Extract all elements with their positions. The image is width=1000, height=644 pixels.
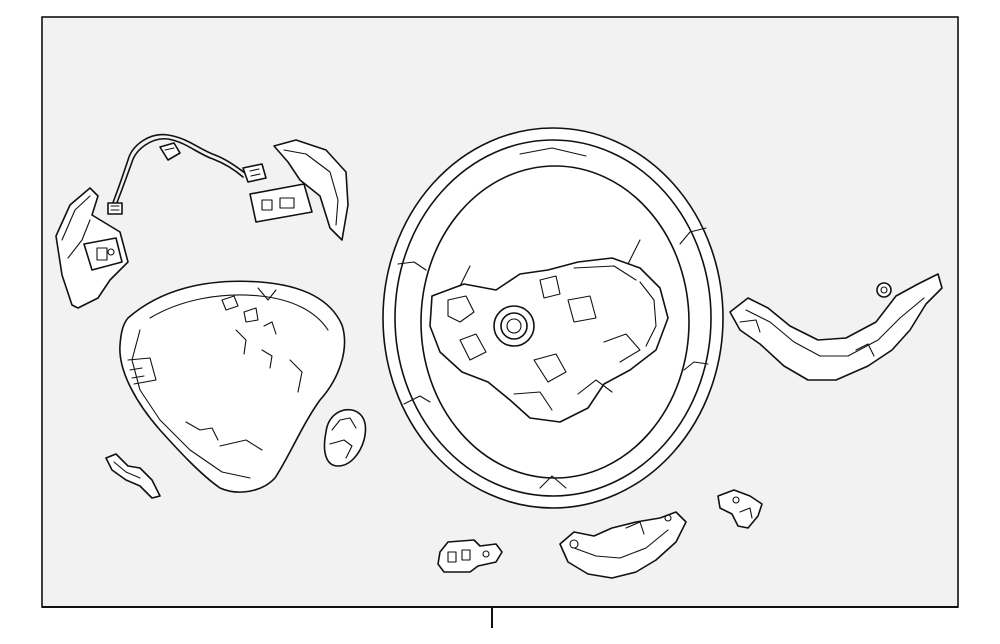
right-switch-bezel [249, 139, 349, 241]
wire-harness [107, 133, 267, 215]
lower-cover [559, 511, 687, 579]
lower-spoke-cover [729, 273, 943, 381]
airbag-cover [119, 280, 346, 493]
horn-switch [437, 539, 503, 573]
steering-wheel [382, 127, 724, 509]
cap-clip [323, 408, 367, 467]
left-switch-bezel [55, 187, 129, 309]
clip [717, 489, 763, 529]
small-bracket [105, 453, 161, 499]
